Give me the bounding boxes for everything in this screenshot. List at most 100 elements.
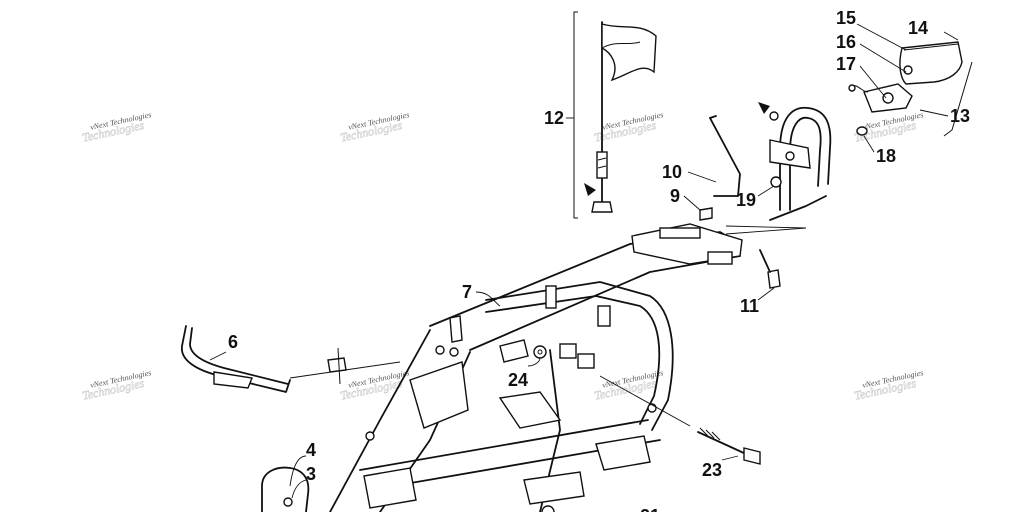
callout-10: 10 <box>662 162 682 182</box>
assembly-guide <box>599 375 691 427</box>
bumper-centerline <box>337 347 341 385</box>
assembly-guide <box>725 227 807 235</box>
washer-18 <box>856 126 868 136</box>
tail-light-lens-edge <box>903 43 959 51</box>
callout-4: 4 <box>306 440 316 460</box>
flag-fold <box>601 41 641 49</box>
bolt-11-group <box>757 249 781 301</box>
frame-pivot-2 <box>577 353 595 369</box>
bracket-arm-right <box>769 195 827 221</box>
watermark-7: Technologies vNext Technologies <box>593 368 664 403</box>
watermark-2: Technologies vNext Technologies <box>339 110 410 145</box>
frame-top-rail-right <box>469 255 741 351</box>
part-21-group <box>541 505 555 512</box>
callouts: 15 14 16 17 13 12 18 10 9 19 11 7 6 24 2… <box>228 8 970 512</box>
leader-4 <box>289 455 307 487</box>
flag-pole-sleeve-mark <box>597 157 607 161</box>
callout-14: 14 <box>908 18 928 38</box>
frame-down-tube-front <box>329 329 431 512</box>
callout-24: 24 <box>508 370 528 390</box>
callout-12: 12 <box>544 108 564 128</box>
leader-14 <box>943 31 959 41</box>
bracket-arm-tab <box>709 115 717 119</box>
frame-clip <box>499 339 529 363</box>
tail-light-connector <box>848 84 856 92</box>
bolt-23-head <box>743 447 761 465</box>
leader-11 <box>757 287 775 301</box>
frame-pivot <box>559 343 577 359</box>
bumper-fastener <box>327 357 347 373</box>
callout-21: 21 <box>640 506 660 512</box>
bolt-11-shank <box>759 249 771 273</box>
bolt-11-head <box>767 269 781 289</box>
nut-19 <box>770 176 782 188</box>
callout-17: 17 <box>836 54 856 74</box>
tail-light-socket <box>903 65 913 75</box>
callout-6: 6 <box>228 332 238 352</box>
callout-13: 13 <box>950 106 970 126</box>
leader-16 <box>859 43 907 73</box>
group-bracket-12 <box>573 11 578 219</box>
watermark-1: Technologies vNext Technologies <box>81 110 152 145</box>
pointer-arrow-icon <box>758 102 770 114</box>
leader-3 <box>291 479 307 499</box>
callout-3: 3 <box>306 464 316 484</box>
leader-23 <box>721 455 739 461</box>
flag-pole-sleeve <box>596 151 608 179</box>
rear-mount-tab <box>659 227 701 239</box>
flag-pole-base-nut <box>591 201 613 213</box>
frame-bolt <box>435 345 445 355</box>
front-bracket-3-4 <box>261 455 310 512</box>
frame-bolt-2 <box>449 347 459 357</box>
watermark-8: Technologies vNext Technologies <box>853 368 924 403</box>
leader-17 <box>859 65 887 99</box>
callout-11: 11 <box>740 296 759 316</box>
assembly-guide <box>725 225 807 229</box>
skid-plate-mount <box>498 391 562 429</box>
leader-6 <box>209 351 227 361</box>
callout-23: 23 <box>702 460 722 480</box>
bolt-23-shank <box>697 431 747 455</box>
bolt-23-group <box>599 375 761 465</box>
part-21-bushing <box>541 505 555 512</box>
washer-24-group <box>527 345 547 367</box>
rear-bracket-assembly <box>683 102 832 235</box>
rear-grab-bar <box>779 106 832 211</box>
front-bracket-bolt <box>283 497 293 507</box>
flag <box>601 23 657 82</box>
frame-bolt-4 <box>365 431 375 441</box>
washer-24 <box>533 345 547 359</box>
frame-boss <box>545 285 557 309</box>
leader-9 <box>683 195 701 211</box>
callout-19: 19 <box>736 190 756 210</box>
callout-18: 18 <box>876 146 896 166</box>
rear-grab-bar-inner <box>789 116 822 211</box>
nut-9 <box>699 207 713 221</box>
footrest-bracket-2 <box>523 471 585 505</box>
frame-boss-2 <box>597 305 611 327</box>
leader-10 <box>687 171 717 183</box>
bumper-tube-inner <box>189 327 289 385</box>
footrest-bracket <box>595 435 651 471</box>
tail-light-mount-edge <box>943 61 973 137</box>
callout-15: 15 <box>836 8 856 28</box>
leader-19 <box>757 185 775 197</box>
callout-7: 7 <box>462 282 472 302</box>
flag-pole-sleeve-mark <box>597 165 607 169</box>
leader-15 <box>856 23 907 51</box>
frame-lower-crossmember <box>359 419 649 471</box>
callout-9: 9 <box>670 186 680 206</box>
pointer-arrow-icon <box>584 183 596 196</box>
watermark-5: Technologies vNext Technologies <box>81 368 152 403</box>
leader-18 <box>863 135 875 153</box>
tail-light-assembly <box>848 23 973 153</box>
front-bracket-loop <box>261 466 310 512</box>
front-bumper-bar <box>181 325 401 393</box>
tail-light-bulb <box>882 92 894 104</box>
main-frame <box>329 223 743 512</box>
callout-16: 16 <box>836 32 856 52</box>
bumper-mount-plate <box>213 371 253 389</box>
frame-side-loop <box>485 281 674 431</box>
washer-24-hole <box>537 349 543 355</box>
